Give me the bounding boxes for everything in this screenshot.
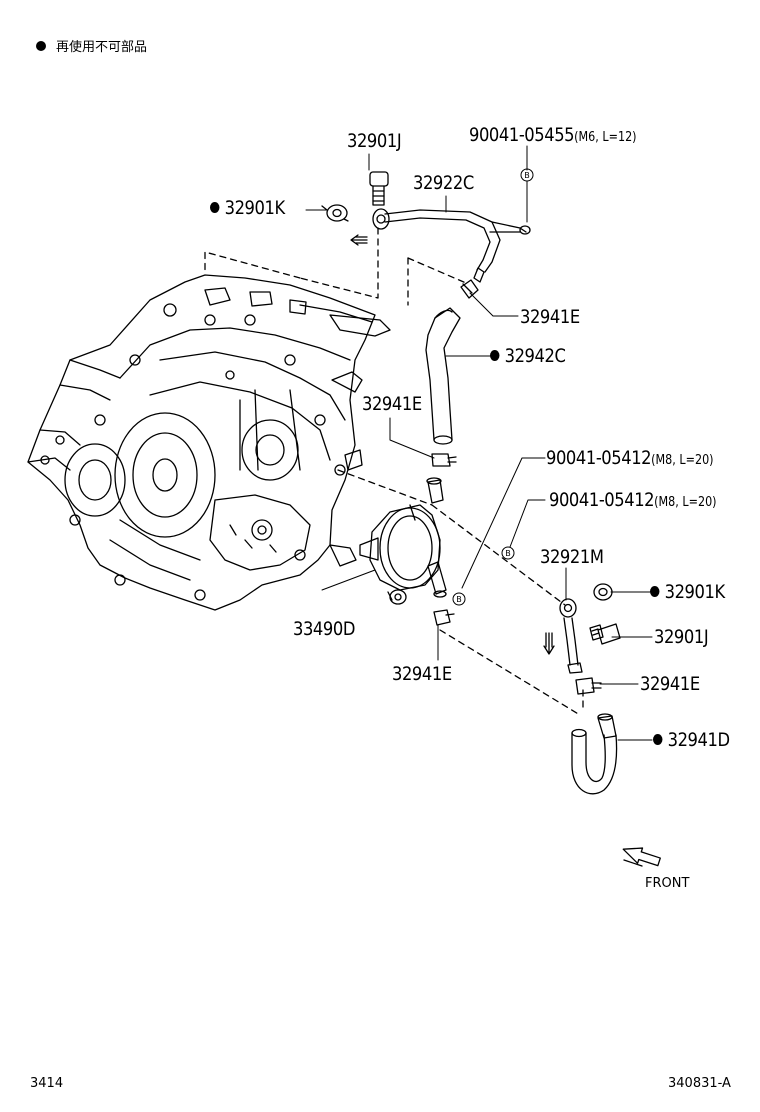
front-label: FRONT <box>645 876 690 891</box>
label-32901k-top: 32901K <box>210 197 285 219</box>
label-32922c: 32922C <box>413 172 474 194</box>
label-32901j-right: 32901J <box>654 626 709 648</box>
label-90041-05412-a: 90041-05412(M8, L=20) <box>546 447 714 469</box>
part-number: 32901K <box>224 197 286 219</box>
part-number: 32901K <box>664 581 726 603</box>
part-number: 32941E <box>362 393 422 415</box>
label-32941e-c: 32941E <box>392 663 452 685</box>
spec: (M8, L=20) <box>651 453 714 468</box>
label-32942c: 32942C <box>490 345 566 367</box>
clamp-32941e-d <box>575 677 602 695</box>
bolt-32901j-right <box>589 623 621 645</box>
part-number: 32941E <box>392 663 452 685</box>
part-number: 32922C <box>413 172 474 194</box>
label-90041-05455: 90041-05455(M6, L=12) <box>469 124 637 146</box>
label-32941e-d: 32941E <box>640 673 700 695</box>
non-reusable-dot-icon <box>490 350 500 361</box>
direction-arrow-left <box>350 234 368 246</box>
marker-b-2: B <box>505 549 511 558</box>
part-number: 90041-05455 <box>469 124 575 146</box>
non-reusable-dot-icon <box>650 586 660 597</box>
label-32901k-right: 32901K <box>650 581 725 603</box>
clamp-32941e-c <box>433 609 455 626</box>
label-32941e-a: 32941E <box>520 306 580 328</box>
part-number: 32941D <box>667 729 730 751</box>
part-number: 32941E <box>640 673 700 695</box>
tube-32921m <box>559 598 583 674</box>
hose-32942c <box>425 307 461 445</box>
label-32941d: 32941D <box>653 729 730 751</box>
spec: (M6, L=12) <box>574 130 637 145</box>
footer-right: 340831-A <box>668 1076 731 1091</box>
part-number: 32901J <box>654 626 709 648</box>
gasket-32901k-right <box>593 583 613 601</box>
bolt-32901j-top <box>369 171 389 206</box>
label-32941e-b: 32941E <box>362 393 422 415</box>
label-90041-05412-b: 90041-05412(M8, L=20) <box>549 489 717 511</box>
part-number: 90041-05412 <box>546 447 652 469</box>
part-number: 32941E <box>520 306 580 328</box>
non-reusable-dot-icon <box>653 734 663 745</box>
clamp-32941e-a <box>460 279 479 299</box>
part-number: 32921M <box>540 546 604 568</box>
breather-tube-32922c <box>372 208 531 283</box>
part-number: 33490D <box>293 618 355 640</box>
hose-32941d <box>571 713 618 795</box>
front-arrow-icon <box>622 847 661 867</box>
part-number: 32901J <box>347 130 402 152</box>
marker-b-circles <box>452 168 534 606</box>
clamp-32941e-b <box>431 453 457 467</box>
gasket-32901k-top <box>321 204 349 222</box>
transaxle-housing <box>27 274 391 611</box>
non-reusable-dot-icon <box>210 202 220 213</box>
part-number: 32942C <box>504 345 566 367</box>
legend: 再使用不可部品 <box>36 36 147 55</box>
direction-arrow-down <box>543 632 555 655</box>
bullet-icon <box>36 41 46 51</box>
label-33490d: 33490D <box>293 618 355 640</box>
footer-left: 3414 <box>30 1076 64 1091</box>
label-32921m: 32921M <box>540 546 604 568</box>
part-number: 90041-05412 <box>549 489 655 511</box>
label-32901j-top: 32901J <box>347 130 402 152</box>
legend-text: 再使用不可部品 <box>56 40 148 55</box>
spec: (M8, L=20) <box>654 495 717 510</box>
leader-lines <box>305 145 653 741</box>
oil-cooler-33490d <box>359 477 447 605</box>
marker-b-3: B <box>456 595 462 604</box>
assembly-dashed-lines <box>204 227 584 716</box>
marker-b-1: B <box>524 171 530 180</box>
